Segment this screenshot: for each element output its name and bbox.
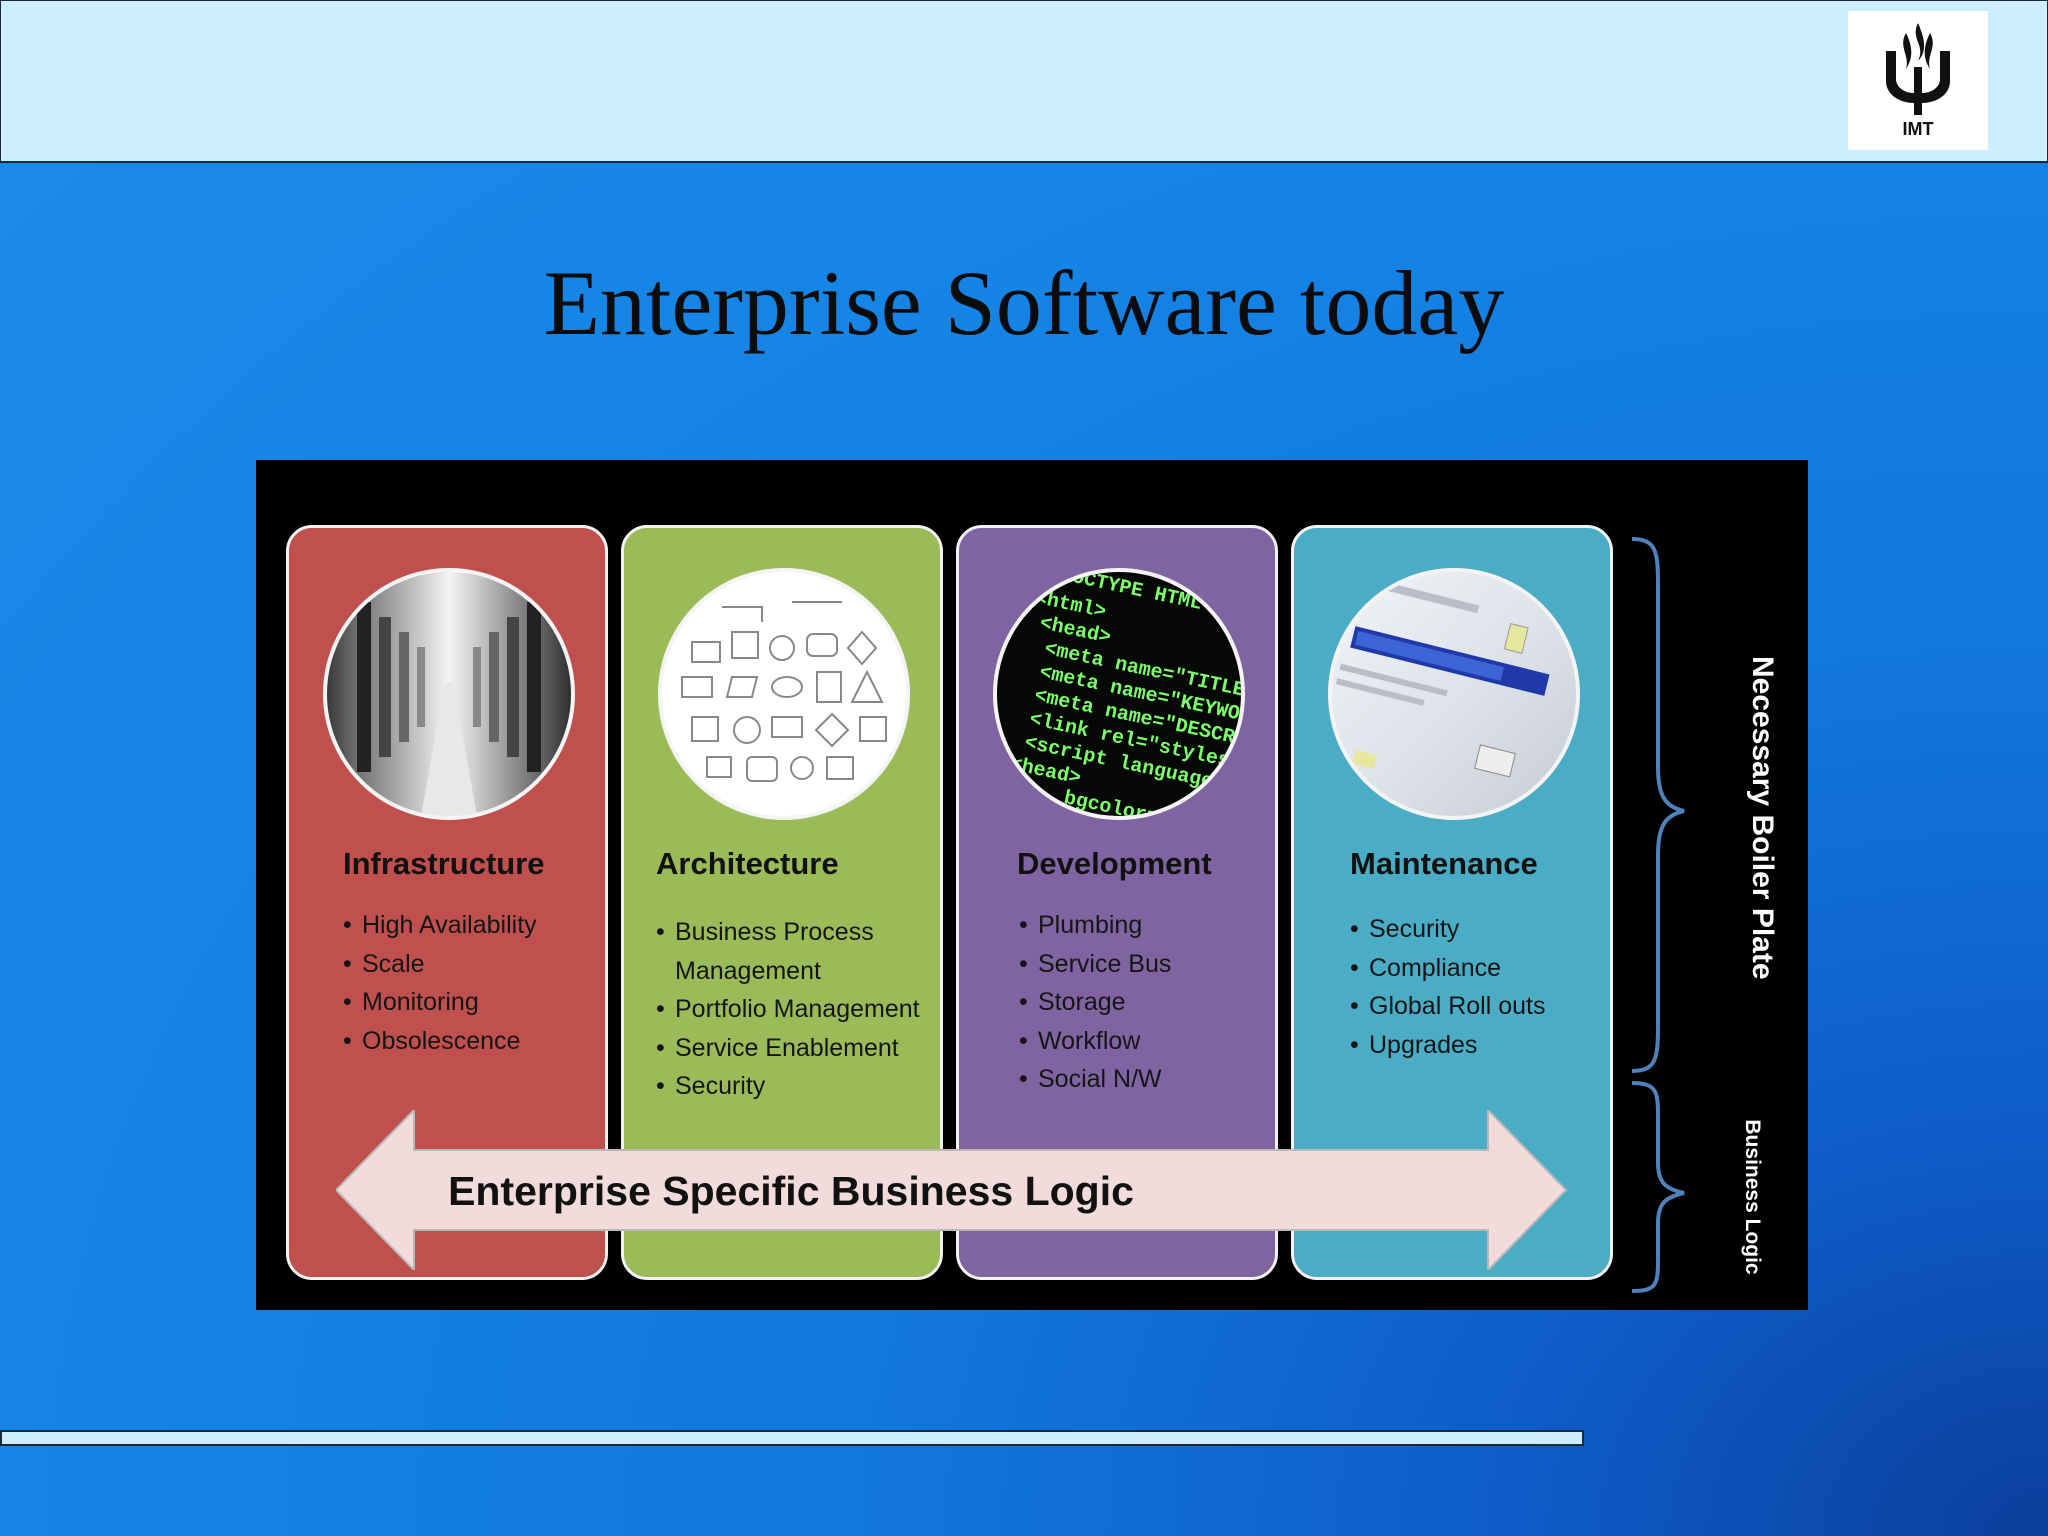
logo-label: IMT [1848,119,1988,140]
imt-logo: IMT [1848,11,1988,150]
brace-label-boiler-plate: Necessary Boiler Plate [1742,656,1782,976]
brace-label-business-logic: Business Logic [1737,1117,1767,1277]
trident-flame-icon [1848,11,1988,121]
bullet-list: Plumbing Service Bus Storage Workflow So… [1019,906,1171,1099]
bullet-item: Social N/W [1019,1060,1171,1099]
bullet-item: Service Enablement [656,1029,941,1068]
code-line: bgcolor="#ffffff" [1062,787,1241,816]
column-title: Maintenance [1350,846,1538,882]
server-room-image [323,568,575,820]
bullet-item: Workflow [1019,1022,1171,1061]
bullet-item: Plumbing [1019,906,1171,945]
bullet-item: Global Roll outs [1350,987,1545,1026]
bullet-item: Monitoring [343,983,537,1022]
footer-divider [0,1430,1584,1446]
bullet-item: Compliance [1350,949,1545,988]
bullet-item: Portfolio Management [656,990,941,1029]
html-code-image: DOCTYPE HTML PUBLIC <html> <head> <meta … [993,568,1245,820]
bullet-item: High Availability [343,906,537,945]
bullet-item: Security [656,1067,941,1106]
bullet-item: Business Process Management [656,913,941,990]
brace-shapes [1626,535,1706,1295]
bullet-list: High Availability Scale Monitoring Obsol… [343,906,537,1060]
bullet-list: Security Compliance Global Roll outs Upg… [1350,910,1545,1064]
bullet-item: Obsolescence [343,1022,537,1061]
column-title: Development [1017,846,1212,882]
slide-title: Enterprise Software today [0,250,2048,356]
arrow-label: Enterprise Specific Business Logic [416,1168,1166,1215]
column-title: Architecture [656,846,839,882]
bullet-item: Upgrades [1350,1026,1545,1065]
bullet-item: Scale [343,945,537,984]
flowchart-shapes-image [658,568,910,820]
bullet-item: Storage [1019,983,1171,1022]
bullet-item: Service Bus [1019,945,1171,984]
column-title: Infrastructure [343,846,545,882]
diagram-panel: Infrastructure High Availability Scale M… [256,460,1808,1310]
header-bar: IMT [0,0,2048,163]
bullet-item: Security [1350,910,1545,949]
bullet-list: Business Process Management Portfolio Ma… [656,913,941,1106]
progress-dialog-image [1328,568,1580,820]
